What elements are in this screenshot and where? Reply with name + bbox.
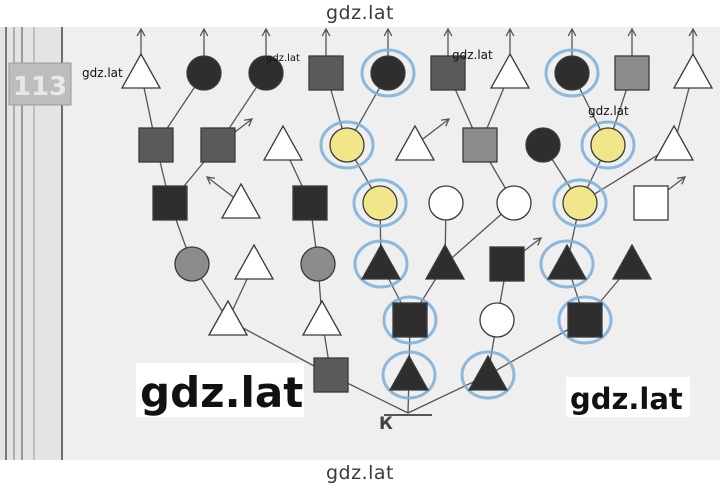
circle-node	[300, 246, 336, 282]
triangle-node	[672, 52, 714, 89]
square-node	[489, 246, 525, 282]
circle-node	[370, 55, 406, 91]
watermark-small: gdz.lat	[452, 48, 493, 62]
circle-node	[479, 302, 515, 338]
triangle-node	[262, 124, 304, 161]
watermark-large: gdz.lat	[140, 368, 303, 417]
task-number-badge	[8, 62, 72, 106]
arrow-head	[321, 27, 331, 37]
watermark-top: gdz.lat	[325, 2, 394, 24]
triangle-node	[467, 354, 509, 391]
edges-layer	[140, 72, 694, 414]
watermark-small: gdz.lat	[82, 66, 123, 80]
highlight-ring	[360, 48, 416, 98]
square-node	[138, 127, 174, 163]
watermark-box	[566, 377, 690, 417]
square-node	[308, 55, 344, 91]
arrow-head	[136, 27, 146, 37]
circle-node	[562, 185, 598, 221]
arrow-head	[505, 27, 515, 37]
triangle-node	[388, 354, 430, 391]
square-node	[313, 357, 349, 393]
arrow-head	[243, 118, 254, 127]
arrow-head	[440, 118, 451, 127]
arrow-head	[443, 27, 453, 37]
circle-node	[428, 185, 464, 221]
arrow-head	[205, 176, 216, 185]
circle-node	[186, 55, 222, 91]
square-node	[152, 185, 188, 221]
watermark-small: gdz.lat	[266, 53, 300, 64]
highlights-layer	[319, 48, 636, 400]
highlight-ring	[352, 178, 408, 228]
triangle-node	[653, 124, 695, 161]
watermark-box	[136, 363, 304, 417]
circle-node	[496, 185, 532, 221]
square-node	[200, 127, 236, 163]
highlight-ring	[353, 239, 409, 289]
circle-node	[329, 127, 365, 163]
root-label: К	[379, 414, 393, 434]
task-number: 113	[13, 72, 67, 102]
pedigree-diagram: 113 К gdz.lat gdz.lat gdz.lat gdz.lat gd…	[0, 27, 714, 460]
highlight-ring	[319, 120, 375, 170]
arrow-head	[199, 27, 209, 37]
triangle-node	[546, 243, 588, 280]
watermark-large: gdz.lat	[570, 382, 683, 416]
square-node	[430, 55, 466, 91]
highlight-ring	[382, 295, 438, 345]
triangle-node	[207, 299, 249, 336]
circle-node	[554, 55, 590, 91]
triangle-node	[424, 243, 466, 280]
arrow-head	[532, 237, 543, 246]
circle-node	[590, 127, 626, 163]
arrow-head	[567, 27, 577, 37]
triangle-node	[611, 243, 653, 280]
nodes-layer	[120, 52, 714, 393]
highlight-ring	[460, 350, 516, 400]
highlight-ring	[552, 178, 608, 228]
circle-node	[248, 55, 284, 91]
arrow-head	[383, 27, 393, 37]
triangle-node	[220, 182, 262, 219]
highlight-ring	[557, 295, 613, 345]
arrow-head	[676, 176, 687, 185]
arrow-head	[688, 27, 698, 37]
triangle-node	[489, 52, 531, 89]
triangle-node	[233, 243, 275, 280]
circle-node	[174, 246, 210, 282]
square-node	[614, 55, 650, 91]
square-node	[567, 302, 603, 338]
circle-node	[525, 127, 561, 163]
triangle-node	[360, 243, 402, 280]
highlight-ring	[381, 350, 437, 400]
circle-node	[362, 185, 398, 221]
triangle-node	[301, 299, 343, 336]
highlight-ring	[580, 120, 636, 170]
square-node	[633, 185, 669, 221]
triangle-node	[394, 124, 436, 161]
watermark-small: gdz.lat	[588, 104, 629, 118]
scanned-page: 113 К gdz.lat gdz.lat gdz.lat gdz.lat gd…	[0, 27, 720, 460]
arrow-head	[627, 27, 637, 37]
highlight-ring	[544, 48, 600, 98]
square-node	[462, 127, 498, 163]
arrow-head	[261, 27, 271, 37]
square-node	[292, 185, 328, 221]
highlight-ring	[539, 239, 595, 289]
square-node	[392, 302, 428, 338]
triangle-node	[120, 52, 162, 89]
watermark-bottom: gdz.lat	[325, 462, 394, 484]
